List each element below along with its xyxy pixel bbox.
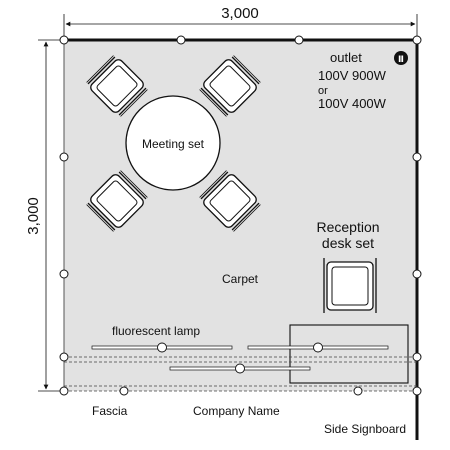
outlet-spec-2: 100V 400W bbox=[318, 96, 387, 111]
post-markers bbox=[59, 35, 422, 396]
lamp-3 bbox=[169, 363, 311, 374]
lamp-2 bbox=[247, 342, 389, 353]
outlet-icon bbox=[394, 51, 408, 65]
reception-label-line1: Reception bbox=[316, 219, 379, 235]
outlet-or: or bbox=[318, 85, 328, 97]
lamp-1 bbox=[91, 342, 233, 353]
outlet-spec-1: 100V 900W bbox=[318, 68, 387, 83]
width-dimension-label: 3,000 bbox=[221, 5, 259, 22]
reception-label-line2: desk set bbox=[322, 235, 374, 251]
reception-chair bbox=[323, 258, 377, 313]
fascia-band bbox=[64, 356, 417, 392]
carpet-label: Carpet bbox=[222, 272, 259, 286]
outlet-label: outlet bbox=[330, 50, 362, 65]
outlet-info: outlet Ⅱ 100V 900W or 100V 400W bbox=[318, 50, 408, 111]
company-name-label: Company Name bbox=[193, 404, 280, 418]
meeting-table bbox=[125, 95, 221, 191]
fluorescent-lamps bbox=[91, 342, 389, 374]
side-signboard-label: Side Signboard bbox=[324, 422, 406, 436]
reception-desk-set: Reception desk set bbox=[289, 219, 409, 384]
meeting-set-label: Meeting set bbox=[142, 137, 205, 151]
width-dimension: 3,000 bbox=[63, 5, 418, 36]
fluorescent-lamp-label: fluorescent lamp bbox=[112, 324, 200, 338]
outlet-badge: Ⅱ bbox=[398, 54, 404, 64]
meeting-set: Meeting set bbox=[84, 53, 263, 234]
depth-dimension: 3,000 bbox=[25, 39, 60, 392]
reception-desk bbox=[289, 324, 409, 384]
fascia-label: Fascia bbox=[92, 404, 128, 418]
depth-dimension-label: 3,000 bbox=[25, 197, 42, 235]
